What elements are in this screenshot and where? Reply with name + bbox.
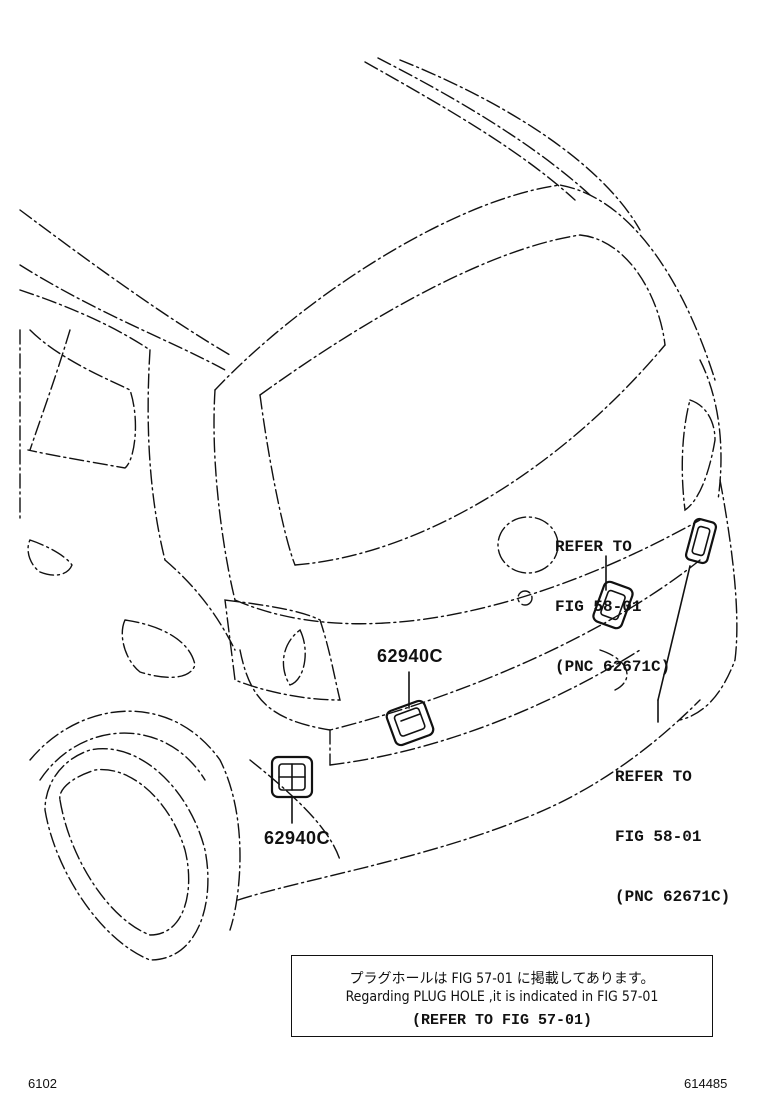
footer-left-code: 6102 bbox=[28, 1076, 57, 1091]
part-62940c-upper bbox=[385, 699, 435, 747]
note-reference: (REFER TO FIG 57-01) bbox=[411, 1012, 593, 1029]
refer-lower-line3: (PNC 62671C) bbox=[615, 888, 731, 906]
leader-lower-refer-diagonal bbox=[657, 565, 691, 701]
note-english: Regarding PLUG HOLE ,it is indicated in … bbox=[345, 989, 659, 1005]
reflector-part-upper bbox=[592, 580, 634, 630]
refer-lower-line1: REFER TO bbox=[615, 768, 692, 786]
part-62940c-lower bbox=[270, 755, 314, 799]
note-japanese: プラグホールは FIG 57-01 に掲載してあります。 bbox=[349, 971, 655, 987]
plug-hole-note-box: プラグホールは FIG 57-01 に掲載してあります。 Regarding P… bbox=[291, 955, 713, 1037]
footer-right-code: 614485 bbox=[684, 1076, 728, 1091]
refer-lower-line2: FIG 58-01 bbox=[615, 828, 702, 846]
refer-callout-upper: REFER TO FIG 58-01 (PNC 62671C) bbox=[555, 497, 670, 697]
refer-upper-line1: REFER TO bbox=[555, 538, 632, 556]
refer-callout-lower: REFER TO FIG 58-01 (PNC 62671C) bbox=[615, 727, 730, 927]
refer-upper-line3: (PNC 62671C) bbox=[555, 658, 671, 676]
part-number-lower: 62940C bbox=[264, 828, 331, 848]
reflector-part-lower bbox=[684, 517, 718, 565]
part-number-upper: 62940C bbox=[377, 646, 444, 666]
refer-upper-line2: FIG 58-01 bbox=[555, 598, 642, 616]
